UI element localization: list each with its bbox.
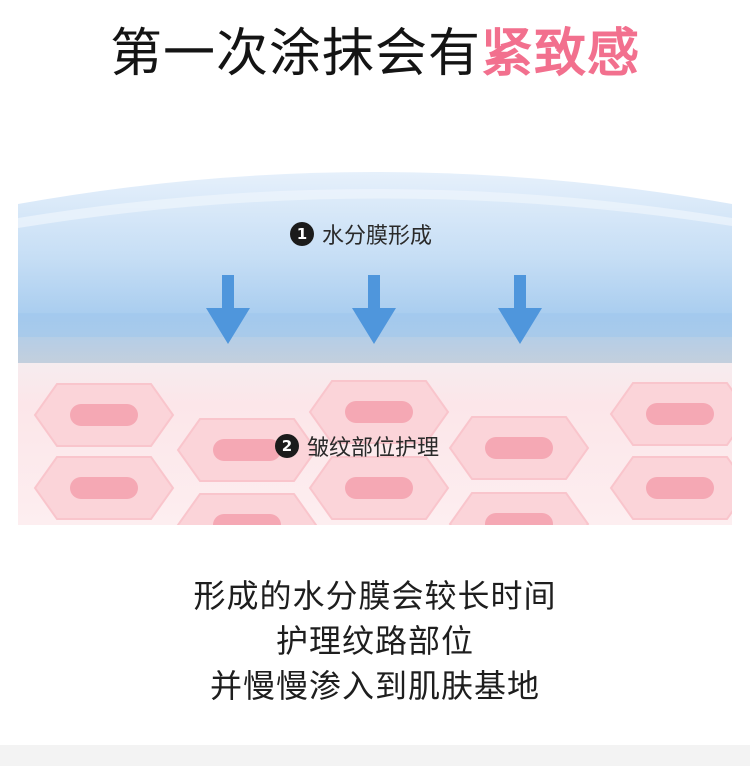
water-film-highlight	[18, 189, 732, 228]
skin-cells	[33, 380, 732, 525]
skin-layers-illustration	[18, 172, 732, 525]
arrow-down-icon	[498, 275, 542, 344]
headline: 第一次涂抹会有紧致感	[0, 22, 750, 86]
skin-diagram: 1 水分膜形成 2 皱纹部位护理	[18, 120, 732, 525]
step-2-text: 皱纹部位护理	[307, 436, 440, 461]
arrow-down-icon	[352, 275, 396, 344]
step-1-badge: 1	[290, 222, 314, 246]
step-2-badge: 2	[275, 434, 299, 458]
skin-cell-nucleus	[646, 403, 714, 425]
step-1-label: 1 水分膜形成	[290, 218, 432, 250]
arrow-down-icon	[206, 275, 250, 344]
skin-cell-nucleus	[485, 437, 553, 459]
skin-cell-icon	[176, 493, 318, 525]
caption-line-2: 护理纹路部位	[275, 622, 474, 660]
skin-cell-nucleus	[646, 477, 714, 499]
skin-cell-nucleus	[213, 439, 281, 461]
headline-main: 第一次涂抹会有	[109, 24, 481, 84]
arrows-group	[206, 275, 542, 344]
skin-cell-nucleus	[213, 514, 281, 525]
skin-cell-icon	[448, 492, 590, 525]
skin-cell-nucleus	[70, 477, 138, 499]
headline-accent: 紧致感	[481, 24, 641, 84]
footer-band	[0, 745, 750, 766]
skin-cell-nucleus	[485, 513, 553, 525]
skin-cell-nucleus	[345, 401, 413, 423]
caption: 形成的水分膜会较长时间 护理纹路部位 并慢慢渗入到肌肤基地	[0, 574, 750, 709]
skin-cell-nucleus	[70, 404, 138, 426]
step-1-text: 水分膜形成	[322, 224, 433, 249]
caption-line-3: 并慢慢渗入到肌肤基地	[209, 667, 540, 705]
skin-cell-nucleus	[345, 477, 413, 499]
step-2-label: 2 皱纹部位护理	[275, 430, 439, 462]
caption-line-1: 形成的水分膜会较长时间	[193, 577, 557, 615]
